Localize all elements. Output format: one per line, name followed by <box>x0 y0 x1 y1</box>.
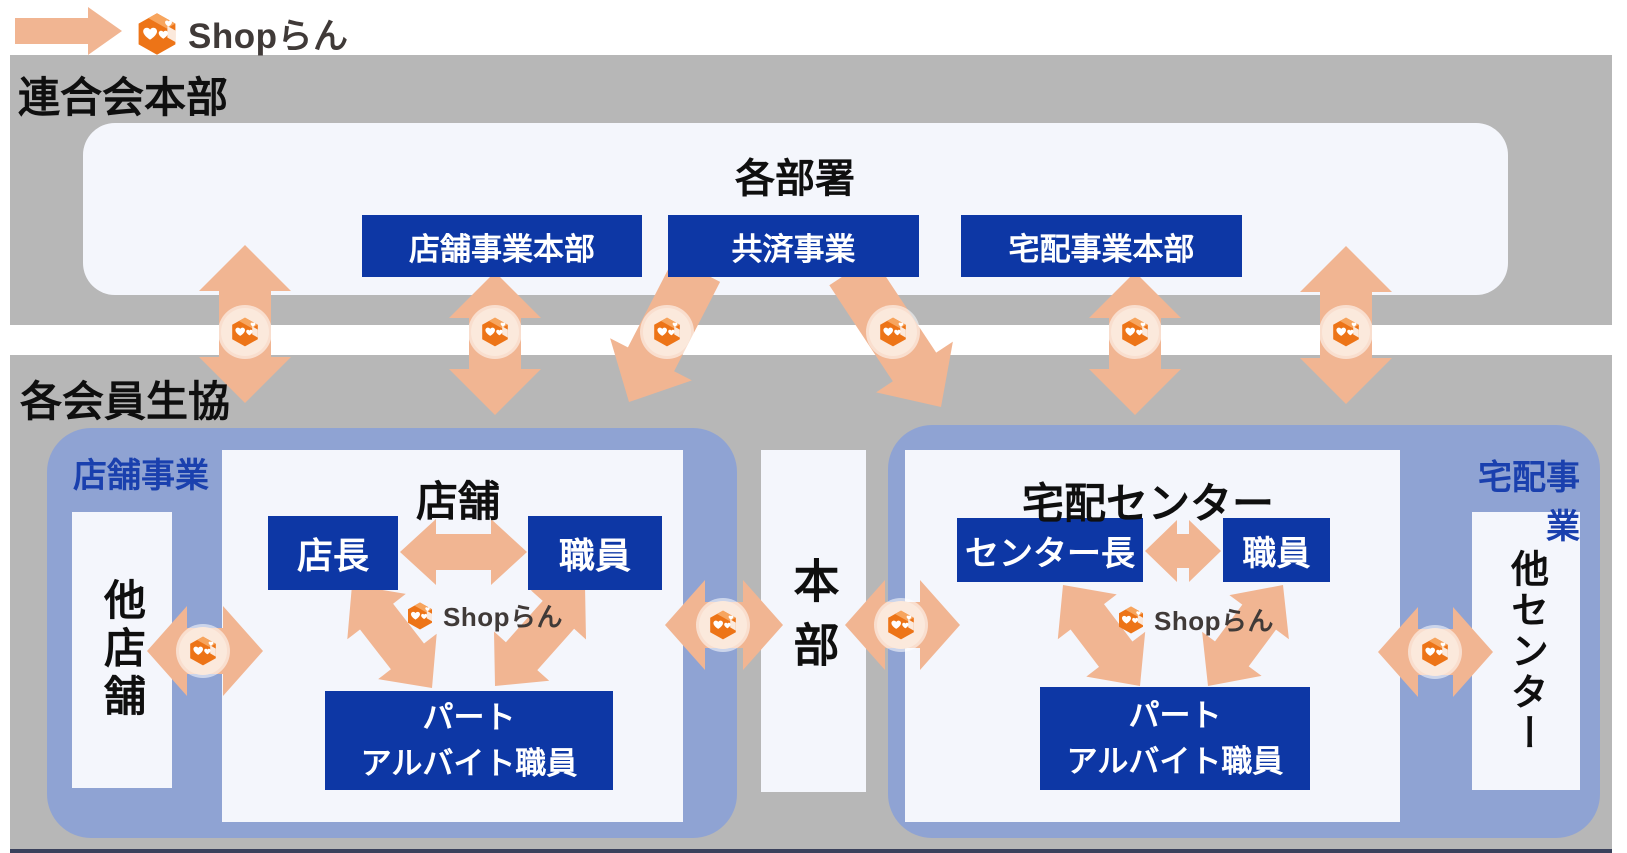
shopran-cube-icon <box>482 317 508 347</box>
brand-name: Shopらん <box>188 17 349 56</box>
department-box-store: 店舗事業本部 <box>362 215 642 277</box>
shopran-badge-icon <box>1322 308 1370 356</box>
store-manager-box: 店長 <box>268 516 398 590</box>
shopran-cube-icon <box>710 610 736 640</box>
delivery-staff-box: 職員 <box>1223 518 1330 582</box>
communication-arrow <box>15 7 122 55</box>
shopran-cube-icon <box>408 602 432 629</box>
store-parttime-line2: アルバイト職員 <box>360 745 578 781</box>
shopran-cube-icon <box>1122 317 1148 347</box>
department-box-kyosai: 共済事業 <box>668 215 919 277</box>
shopran-badge-icon <box>877 601 925 649</box>
store-parttime-box: パート アルバイト職員 <box>325 691 613 790</box>
brand-name: Shopらん <box>443 602 563 632</box>
store-parttime-line1: パート <box>422 699 516 735</box>
federation-label: 連合会本部 <box>18 74 229 121</box>
store-section-label: 店舗事業 <box>73 457 209 495</box>
shopran-cube-icon <box>888 610 914 640</box>
center-manager-box: センター長 <box>957 518 1143 582</box>
delivery-panel-logo: Shopらん <box>1116 601 1274 638</box>
delivery-panel-title: 宅配センター <box>1021 480 1274 527</box>
store-panel-logo: Shopらん <box>405 597 563 634</box>
shopran-badge-icon <box>869 308 917 356</box>
shopran-cube-icon <box>880 317 906 347</box>
hq-label: 本部 <box>787 557 840 685</box>
shopran-badge-icon <box>221 308 269 356</box>
shopran-cube-icon <box>1333 317 1359 347</box>
shopran-badge-icon <box>1411 628 1459 676</box>
delivery-section-label: 宅配事業 <box>1478 459 1580 546</box>
department-box-delivery: 宅配事業本部 <box>961 215 1242 277</box>
member-coops-label: 各会員生協 <box>20 378 231 425</box>
delivery-parttime-box: パート アルバイト職員 <box>1040 687 1310 790</box>
store-panel-title: 店舗 <box>415 478 500 525</box>
other-stores-label: 他店舗 <box>98 578 146 722</box>
departments-title: 各部署 <box>735 157 855 201</box>
delivery-parttime-line2: アルバイト職員 <box>1066 743 1284 779</box>
brand-name: Shopらん <box>1154 606 1274 636</box>
shopran-cube-icon <box>1119 606 1143 633</box>
shopran-cube-icon <box>1116 605 1146 635</box>
other-centers-label: 他センター <box>1504 548 1547 754</box>
shopran-badge-icon <box>471 308 519 356</box>
brand-logo: Shopらん <box>134 8 348 59</box>
shopran-cube-icon <box>190 636 216 666</box>
shopran-cube-icon <box>1422 637 1448 667</box>
shopran-badge-icon <box>699 601 747 649</box>
other-stores-box: 他店舗 <box>72 512 172 788</box>
shopran-cube-icon <box>654 317 680 347</box>
shopran-cube-icon <box>134 11 180 57</box>
shopran-cube-icon <box>232 317 258 347</box>
shopran-cube-icon <box>405 601 435 631</box>
store-staff-box: 職員 <box>528 516 662 590</box>
shopran-badge-icon <box>179 627 227 675</box>
shopran-badge-icon <box>643 308 691 356</box>
other-centers-box: 他センター <box>1472 512 1580 790</box>
bottom-edge-bar <box>10 849 1612 853</box>
delivery-parttime-line1: パート <box>1128 697 1222 733</box>
shopran-cube-icon <box>138 12 176 55</box>
hq-box: 本部 <box>761 450 866 792</box>
shopran-badge-icon <box>1111 308 1159 356</box>
